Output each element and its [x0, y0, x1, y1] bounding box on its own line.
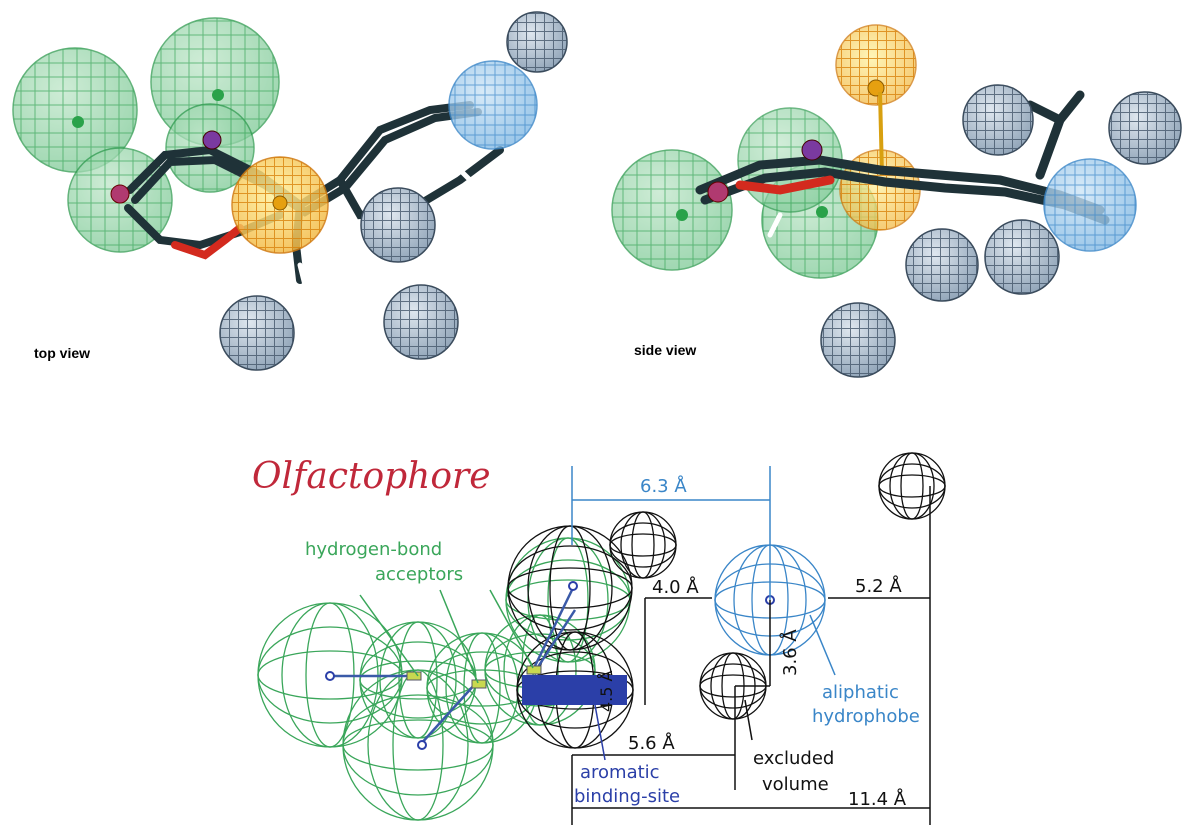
excluded-volume-sphere: [820, 302, 896, 378]
olfactophore-title: Olfactophore: [252, 456, 491, 497]
dimension-label-4-5: 4.5 Å: [597, 670, 616, 712]
aromatic-plane: [522, 675, 627, 705]
hydrophobe-sphere: [1043, 158, 1137, 252]
hbond-wireframe-sphere: [484, 614, 596, 726]
excluded-wireframe-sphere: [878, 452, 946, 520]
dimension-label-5-2: 5.2 Å: [855, 575, 902, 597]
aromatic-label-line2: binding-site: [574, 786, 680, 807]
hbond-sphere: [12, 47, 138, 173]
excluded-volume-sphere: [962, 84, 1034, 156]
hbond-label-line1: hydrogen-bond: [305, 539, 442, 560]
hydrophobe-label-line1: aliphatic: [822, 682, 899, 703]
dimension-label-4-0: 4.0 Å: [652, 576, 699, 598]
excluded-volume-sphere: [506, 11, 568, 73]
side-view-panel: side view: [611, 24, 1182, 378]
olfactophore-schematic: Olfactophore: [252, 452, 946, 825]
top-view-panel: top view: [12, 11, 568, 371]
atom: [72, 116, 84, 128]
aromatic-sphere: [835, 24, 917, 106]
acceptor-atom: [526, 665, 542, 675]
acceptor-atom: [406, 671, 422, 681]
excluded-label-line2: volume: [762, 774, 829, 795]
atom: [801, 139, 823, 161]
dimension-lines-black: [571, 486, 931, 825]
excluded-volume-sphere: [219, 295, 295, 371]
vector-bond: [878, 91, 884, 176]
atom: [676, 209, 688, 221]
atom: [110, 184, 130, 204]
excluded-volume-sphere: [383, 284, 459, 360]
top-view-caption: top view: [34, 345, 90, 361]
excluded-volume-sphere: [360, 187, 436, 263]
excluded-label-line1: excluded: [753, 748, 834, 769]
atom: [816, 206, 828, 218]
vector-tip: [325, 671, 335, 681]
hydrophobe-label-line2: hydrophobe: [812, 706, 920, 727]
vector-tip: [417, 740, 427, 750]
dimension-label-3-6: 3.6 Å: [779, 629, 801, 676]
aromatic-label-line1: aromatic: [580, 762, 660, 783]
oxygen-bond: [171, 224, 244, 260]
excluded-volume-sphere: [984, 219, 1060, 295]
excluded-volume-sphere: [1108, 91, 1182, 165]
excluded-wireframe-sphere: [507, 525, 633, 651]
dimension-6-3: [571, 466, 771, 600]
dimension-label-11-4: 11.4 Å: [848, 788, 907, 810]
excluded-leader: [744, 699, 753, 741]
vector-arrows: [330, 589, 577, 746]
dimension-label-6-3: 6.3 Å: [640, 475, 687, 497]
hbond-wireframe-sphere: [342, 669, 494, 821]
hydrophobe-leader: [809, 614, 836, 676]
hbond-leaders: [359, 589, 534, 684]
aromatic-sphere: [231, 156, 329, 254]
oxygen-bond: [735, 175, 835, 195]
atom: [202, 130, 222, 150]
acceptor-atom: [471, 679, 487, 689]
dimension-label-5-6: 5.6 Å: [628, 732, 675, 754]
side-view-caption: side view: [634, 342, 696, 358]
hydrophobe-sphere: [448, 60, 538, 150]
hbond-sphere: [611, 149, 733, 271]
aromatic-leader: [594, 704, 606, 761]
excluded-wireframe-sphere: [609, 511, 677, 579]
atom: [212, 89, 224, 101]
hbond-label-line2: acceptors: [375, 564, 463, 585]
vector-tip: [568, 581, 578, 591]
atom: [707, 181, 729, 203]
excluded-volume-sphere: [905, 228, 979, 302]
